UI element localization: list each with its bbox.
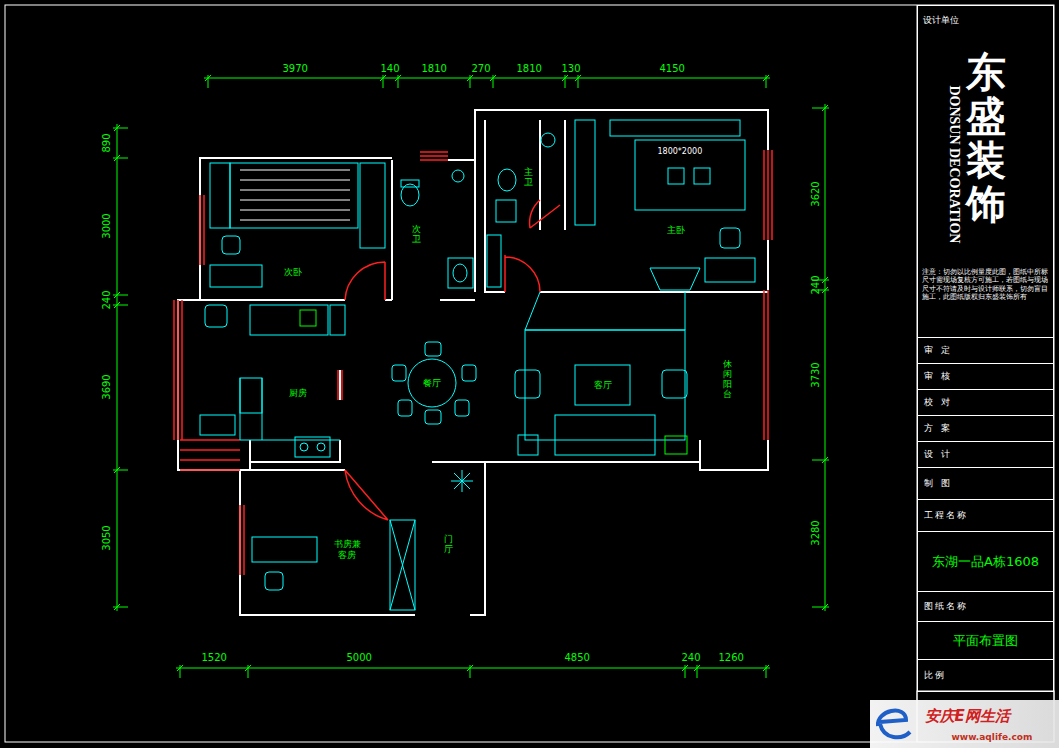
project-name: 东湖一品A栋1608	[917, 531, 1054, 592]
dimension-text: 3730	[809, 362, 821, 387]
dimension-text: 5000	[347, 652, 372, 664]
dimension-text: 3050	[100, 525, 112, 550]
dimension-text: 3690	[100, 374, 112, 399]
room-label: 主卫	[523, 168, 534, 188]
drawing-name: 平面布置图	[917, 621, 1054, 660]
note-text: 注意：切勿以比例量度此图，图纸中所标尺寸需现场复核方可施工，若图纸与现场尺寸不符…	[922, 268, 1050, 302]
room-label: 次卫	[411, 225, 422, 245]
watermark-patch	[870, 700, 1059, 748]
field-heading: 工程名称	[917, 499, 1054, 532]
windows-doors	[174, 150, 772, 575]
cell-text: 东湖一品A栋1608	[932, 554, 1039, 570]
dimension-text: 270	[472, 63, 491, 75]
approval-row: 校对	[917, 389, 1054, 416]
dimension-text: 4150	[660, 63, 685, 75]
room-label: 主卧	[666, 225, 686, 236]
approval-row: 审核	[917, 363, 1054, 390]
dimension-text: 3280	[809, 520, 821, 545]
approval-row: 设计	[917, 441, 1054, 468]
watermark-text: 安庆E网生活	[925, 707, 1010, 725]
watermark-text: www.aqlife.com	[952, 732, 1033, 743]
bed-stripes	[240, 170, 350, 220]
cell-text: 比例	[924, 670, 946, 681]
cell-text: 平面布置图	[953, 633, 1018, 649]
approval-row: 审定	[917, 337, 1054, 364]
dimension-text: 3970	[283, 63, 308, 75]
cell-heading: 设计单位	[923, 15, 959, 26]
field-heading: 比例	[917, 659, 1054, 692]
cell-text: 审定	[924, 345, 958, 356]
cell-text: 图纸名称	[924, 601, 968, 612]
field-heading: 图纸名称	[917, 591, 1054, 622]
plant-symbol	[665, 436, 687, 454]
dimension-text: 890	[100, 133, 112, 152]
dimension-text: 240	[682, 652, 701, 664]
dimension-text: 3000	[100, 213, 112, 238]
cell-text: 校对	[924, 397, 958, 408]
dimension-text: 240	[100, 290, 112, 309]
cell-text: 制图	[924, 478, 958, 489]
dimension-text: 240	[809, 275, 821, 294]
room-label: 休闲阳台	[722, 360, 733, 400]
info-cell: 设计单位东盛装饰DONSUN DECORATION 注意：切勿以比例量度此图，图纸…	[917, 5, 1054, 338]
company-name: DONSUN DECORATION	[946, 85, 963, 243]
dimension-text: 1260	[719, 652, 744, 664]
cell-text: 工程名称	[924, 510, 968, 521]
room-label: 门厅	[443, 535, 454, 555]
room-label: 厨房	[288, 388, 308, 399]
walls	[178, 110, 768, 615]
room-label: 餐厅	[422, 378, 442, 389]
cell-text: 审核	[924, 371, 958, 382]
approval-row: 方案	[917, 415, 1054, 442]
cell-text: 设计	[924, 449, 958, 460]
dimension-text: 140	[381, 63, 400, 75]
cell-text: 方案	[924, 423, 958, 434]
appliance-symbol	[300, 310, 316, 326]
watermark-logo	[878, 711, 910, 738]
room-label: 书房兼 客房	[329, 539, 365, 561]
sheet-frame	[5, 5, 1054, 742]
dimension-text: 130	[562, 63, 581, 75]
dimension-text: 1810	[422, 63, 447, 75]
dimension-text: 1810	[517, 63, 542, 75]
dimension-text: 3620	[809, 181, 821, 206]
room-label: 客厅	[593, 380, 613, 391]
furniture	[200, 120, 755, 610]
company-logo: 东盛装饰	[966, 50, 1006, 226]
dimension-lines	[113, 75, 829, 678]
room-label: 次卧	[283, 267, 303, 278]
dimension-text: 1520	[202, 652, 227, 664]
bed-size: 1800*2000	[657, 147, 704, 157]
dimension-text: 4850	[565, 652, 590, 664]
approval-row: 制图	[917, 467, 1054, 500]
